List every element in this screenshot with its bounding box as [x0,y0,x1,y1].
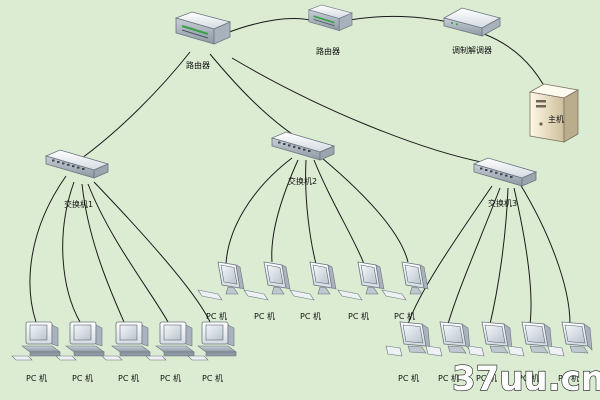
link-modem-host [483,33,544,85]
link-switch2-pc2 [271,159,299,263]
site-watermark: 37uu.cn [452,359,600,399]
switch-2-label: 交换机2 [288,176,317,186]
link-switch2-pc4 [313,159,365,265]
link-switch3-pc5 [519,183,571,325]
pc-label: PC 机 [348,311,369,321]
desktop-computer-icon [425,321,471,357]
pc-label: PC 机 [398,373,419,383]
pc-label: PC 机 [160,373,181,383]
modem-icon [443,7,501,37]
pc-label: PC 机 [394,311,415,321]
router-icon [308,4,353,32]
desktop-computer-icon [289,261,337,301]
pc-label: PC 机 [206,311,227,321]
link-switch3-pc4 [513,187,532,325]
link-switch1-pc5 [93,181,211,323]
desktop-computer-icon [243,261,291,301]
desktop-computer-icon [187,321,237,361]
desktop-computer-icon [55,321,105,361]
pc-label: PC 机 [26,373,47,383]
pc-label: PC 机 [118,373,139,383]
desktop-computer-icon [101,321,151,361]
host-label: 主机 [548,114,564,124]
link-switch3-pc1 [407,185,493,325]
link-router1-switch1 [81,51,191,159]
pc-label: PC 机 [438,373,459,383]
router-icon [175,11,231,45]
desktop-computer-icon [547,321,593,357]
link-router1-switch3 [231,57,487,164]
desktop-computer-icon [145,321,195,361]
desktop-computer-icon [385,321,431,357]
link-switch1-pc2 [62,181,81,323]
link-switch2-pc1 [225,157,293,265]
link-switch3-pc3 [489,187,509,325]
pc-label: PC 机 [558,373,579,383]
switch-3-label: 交换机3 [488,198,517,208]
router-1-label: 路由器 [186,60,210,70]
desktop-computer-icon [381,261,429,301]
pc-label: PC 机 [72,373,93,383]
pc-label: PC 机 [202,373,223,383]
router-2-label: 路由器 [316,46,340,56]
link-router1-switch2 [209,53,293,135]
network-switch-icon [45,149,109,179]
desktop-computer-icon [467,321,513,357]
desktop-computer-icon [507,321,553,357]
pc-label: PC 机 [518,373,539,383]
pc-label: PC 机 [476,373,497,383]
link-switch1-pc1 [29,175,67,323]
network-switch-icon [473,157,537,187]
modem-label: 调制解调器 [452,45,492,55]
link-switch1-pc3 [81,183,125,323]
server-tower-icon [528,83,580,143]
network-switch-icon [271,131,335,161]
link-switch3-pc2 [447,187,501,325]
link-switch2-pc3 [305,159,317,265]
link-router2-modem [349,15,449,23]
pc-label: PC 机 [254,311,275,321]
switch-1-label: 交换机1 [64,199,93,209]
pc-label: PC 机 [300,311,321,321]
desktop-computer-icon [337,261,385,301]
link-router1-router2 [223,18,311,35]
desktop-computer-icon [11,321,61,361]
desktop-computer-icon [197,261,245,301]
connection-lines [29,15,571,325]
link-switch1-pc4 [87,183,169,323]
link-switch2-pc5 [321,157,409,263]
